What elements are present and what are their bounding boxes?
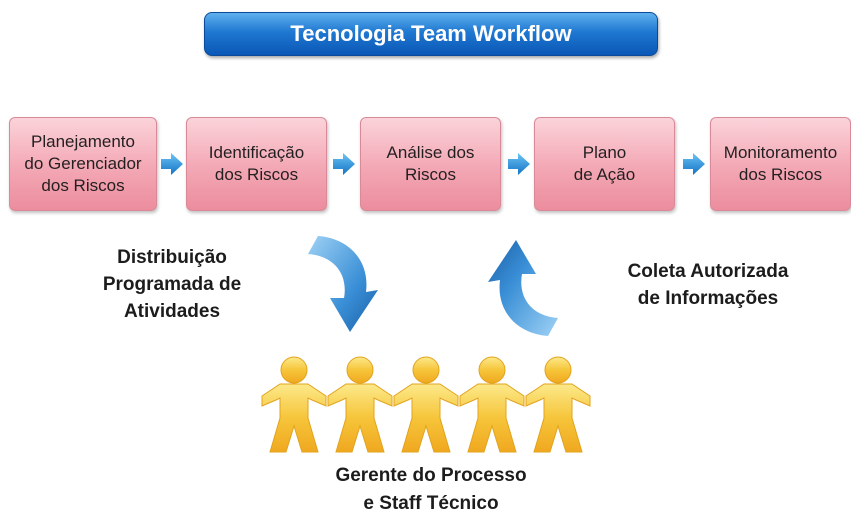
people-chain-icon (261, 356, 591, 453)
workflow-title: Tecnologia Team Workflow (204, 12, 658, 56)
right-arrow-icon (161, 153, 183, 175)
step-identificacao: Identificação dos Riscos (186, 117, 327, 211)
right-arrow-icon (508, 153, 530, 175)
step-planejamento: Planejamento do Gerenciador dos Riscos (9, 117, 157, 211)
step-plano-acao: Plano de Ação (534, 117, 675, 211)
step-monitoramento: Monitoramento dos Riscos (710, 117, 851, 211)
team-caption: Gerente do Processo e Staff Técnico (335, 465, 527, 514)
step-analise: Análise dos Riscos (360, 117, 501, 211)
curved-down-arrow-icon (308, 236, 378, 332)
right-arrow-icon (683, 153, 705, 175)
collection-caption: Coleta Autorizada de Informações (627, 261, 789, 309)
distribution-caption: Distribuição Programada de Atividades (102, 247, 242, 322)
curved-up-arrow-icon (488, 240, 558, 336)
right-arrow-icon (333, 153, 355, 175)
